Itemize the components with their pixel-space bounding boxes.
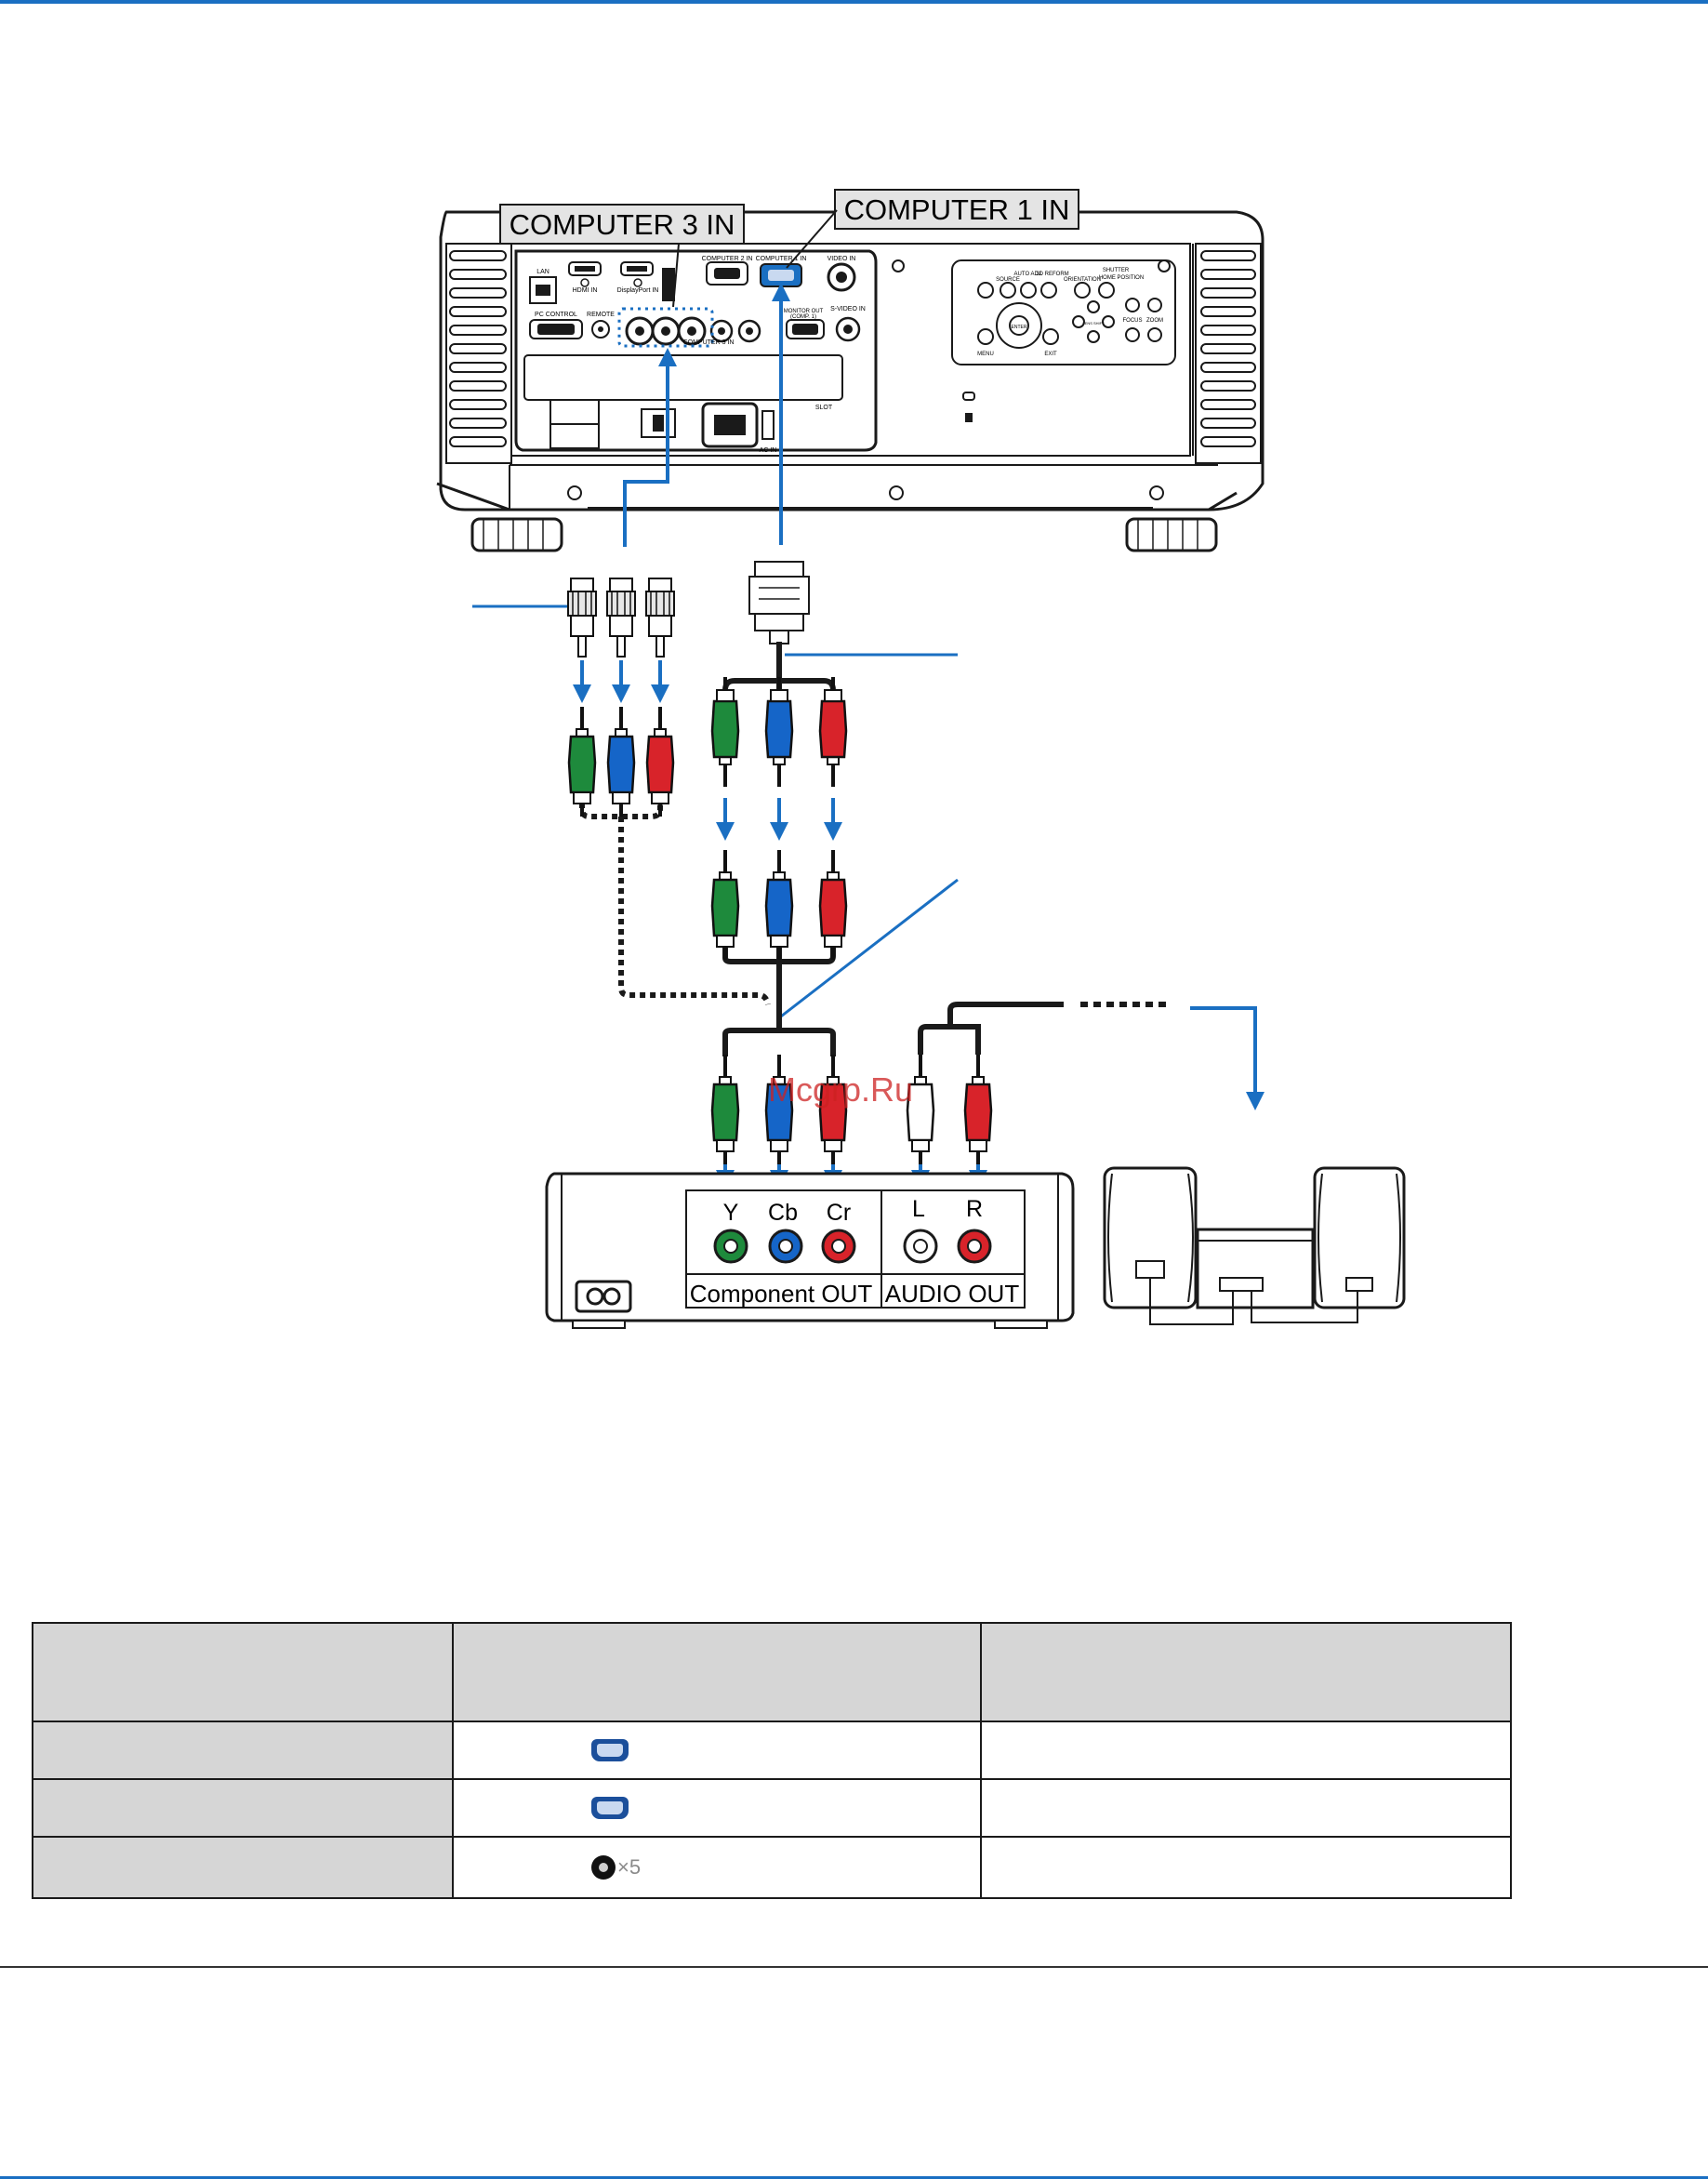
ctrl-3d-reform-label: 3D REFORM	[1036, 272, 1068, 277]
pc-control-label: PC CONTROL	[535, 312, 577, 318]
ctrl-shutter-label: SHUTTER	[1103, 268, 1130, 273]
table-header-row	[32, 1622, 1512, 1722]
table-cell	[32, 1778, 454, 1838]
table-cell	[980, 1836, 1512, 1899]
computer3-in-small-label: COMPUTER 3 IN	[683, 339, 735, 346]
jack-y-label: Y	[723, 1200, 739, 1226]
table-cell	[452, 1778, 982, 1838]
top-rule	[0, 0, 1708, 4]
ctrl-orientation-label: ORIENTATION	[1064, 277, 1101, 283]
component-out-label: Component OUT	[690, 1280, 873, 1308]
table-header-cell	[32, 1622, 454, 1722]
ctrl-zoom-label: ZOOM	[1146, 318, 1163, 324]
displayport-in-label: DisplayPort IN	[617, 287, 659, 294]
table-cell	[980, 1721, 1512, 1780]
monitor-out-sub-label: (COMP. 1)	[790, 314, 816, 320]
vga-connector-icon	[591, 1739, 629, 1761]
watermark: Mcgrp.Ru	[768, 1070, 913, 1109]
table-cell	[32, 1721, 454, 1780]
bnc-count-label: ×5	[617, 1855, 642, 1879]
computer1-in-callout: COMPUTER 1 IN	[786, 189, 1079, 269]
ctrl-auto-adj-label: AUTO ADJ.	[1014, 272, 1043, 277]
dotted-cable	[579, 792, 771, 1005]
left-vent	[449, 250, 507, 447]
av-source-device: Y Cb Cr L R Component OUT AUDIO OUT	[545, 1172, 1075, 1329]
vga-plug	[748, 561, 810, 644]
ac-in-label: AC IN	[760, 447, 777, 454]
bnc-adapter-plugs	[567, 578, 675, 658]
jack-cb-label: Cb	[768, 1200, 798, 1226]
right-vent	[1200, 250, 1256, 447]
video-in-label: VIDEO IN	[828, 256, 856, 262]
ctrl-exit-label: EXIT	[1044, 352, 1057, 357]
audio-speakers	[1103, 1166, 1406, 1325]
component-cable-callout-line	[776, 878, 959, 1021]
port-table: ×5	[32, 1622, 1512, 1899]
ctrl-focus-label: FOCUS	[1123, 318, 1143, 324]
jack-cr-label: Cr	[827, 1200, 851, 1226]
jack-l-label: L	[912, 1196, 925, 1222]
audio-out-label: AUDIO OUT	[885, 1280, 1020, 1308]
control-panel: AUTO ADJ. 3D REFORM SHUTTER HOME POSITIO…	[951, 259, 1176, 365]
ctrl-lens-shift-label: LENS SHIFT	[1082, 321, 1105, 326]
table-row	[32, 1721, 1512, 1780]
ctrl-enter-label: ENTER	[1012, 325, 1027, 330]
ctrl-home-position-label: HOME POSITION	[1099, 275, 1144, 281]
projector: LAN HDMI IN DisplayPort IN COMPUTER 2 IN…	[436, 210, 1264, 552]
bottom-rule	[0, 1966, 1708, 1968]
computer2-in-label: COMPUTER 2 IN	[702, 256, 753, 262]
footer-rule	[0, 2176, 1708, 2179]
connection-diagram: LAN HDMI IN DisplayPort IN COMPUTER 2 IN…	[436, 189, 1406, 1329]
svideo-in-label: S-VIDEO IN	[830, 306, 866, 312]
table-header-cell	[452, 1622, 982, 1722]
remote-label: REMOTE	[587, 312, 615, 318]
table-row	[32, 1778, 1512, 1838]
computer3-bnc-group: COMPUTER 3 IN	[617, 307, 761, 348]
table-row: ×5	[32, 1836, 1512, 1899]
computer3-in-label: COMPUTER 3 IN	[510, 208, 735, 241]
table-cell: ×5	[452, 1836, 982, 1899]
computer1-in-small-label: COMPUTER 1 IN	[756, 256, 807, 262]
monitor-out-label: MONITOR OUT	[784, 309, 824, 314]
vga-connector-icon	[591, 1797, 629, 1819]
slot-label: SLOT	[815, 405, 833, 411]
jack-r-label: R	[966, 1196, 983, 1222]
lan-label: LAN	[536, 269, 549, 275]
hdmi-in-label: HDMI IN	[573, 287, 598, 294]
table-cell	[32, 1836, 454, 1899]
table-header-cell	[980, 1622, 1512, 1722]
table-cell	[980, 1778, 1512, 1838]
computer3-link-line	[623, 348, 677, 547]
computer1-in-label: COMPUTER 1 IN	[844, 193, 1070, 226]
computer3-in-callout: COMPUTER 3 IN	[499, 204, 745, 308]
ctrl-menu-label: MENU	[977, 352, 994, 357]
bnc-connector-icon: ×5	[591, 1855, 641, 1880]
table-cell	[452, 1721, 982, 1780]
ctrl-source-label: SOURCE	[996, 277, 1020, 283]
